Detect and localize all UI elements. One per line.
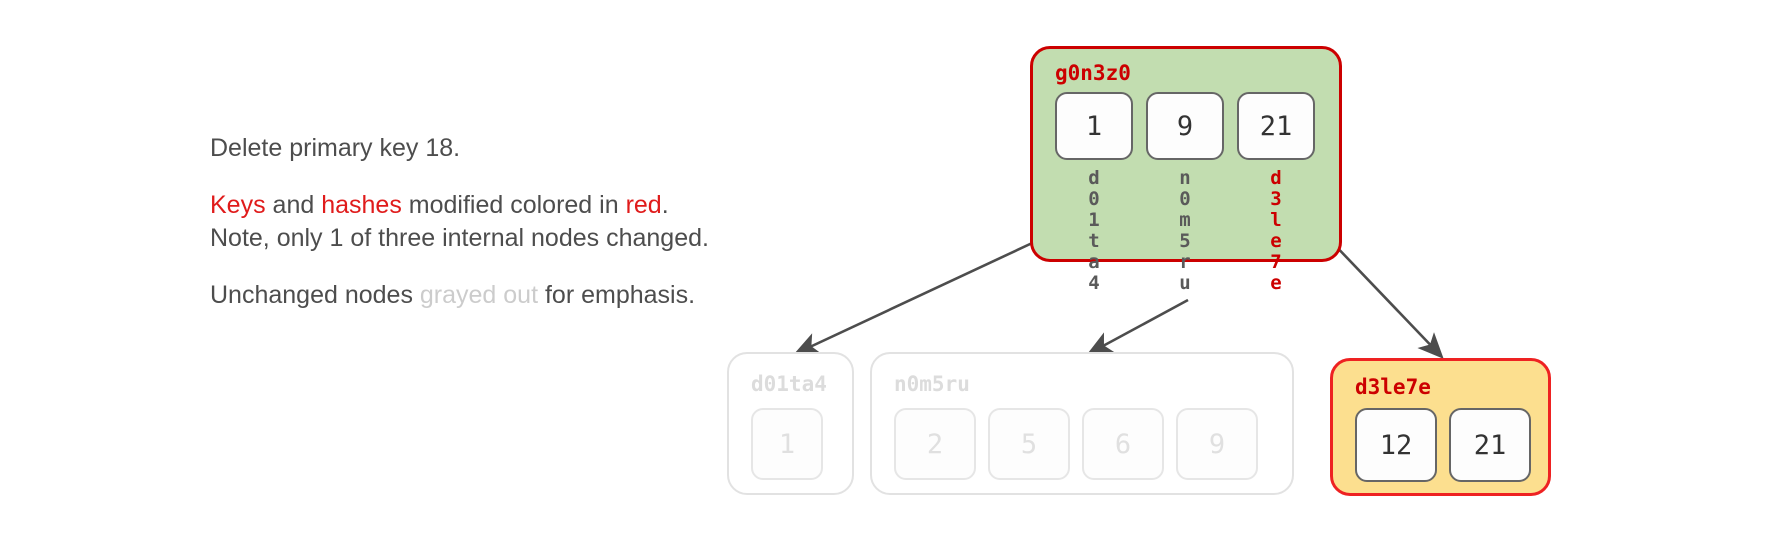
key-cell[interactable]: 1 [751, 408, 823, 480]
edge-root-to-d3le7e [1329, 239, 1444, 359]
legend-conjunction-1: and [265, 191, 322, 219]
grayed-suffix: for emphasis. [538, 281, 696, 309]
child-hash-slot: n0m5ru [1146, 167, 1224, 293]
key-cell[interactable]: 12 [1355, 408, 1437, 482]
child-hash-label: n0m5ru [1174, 167, 1196, 293]
key-cell[interactable]: 9 [1146, 92, 1224, 160]
node-hash-label: n0m5ru [894, 372, 970, 396]
grayed-prefix: Unchanged nodes [210, 281, 420, 309]
edge-root-to-d01ta4 [793, 236, 1044, 355]
legend-keys-word: Keys [210, 191, 266, 219]
caption-line-delete-key: Delete primary key 18. [210, 134, 461, 162]
grayed-out-word: grayed out [419, 281, 539, 309]
key-cell-row: 2 5 6 9 [894, 408, 1258, 480]
child-hash-row: d01ta4 n0m5ru d3le7e [1055, 167, 1315, 293]
key-cell[interactable]: 21 [1449, 408, 1531, 482]
key-cell[interactable]: 6 [1082, 408, 1164, 480]
key-cell[interactable]: 5 [988, 408, 1070, 480]
key-cell[interactable]: 21 [1237, 92, 1315, 160]
child-hash-slot: d01ta4 [1055, 167, 1133, 293]
edge-root-to-n0m5ru [1086, 298, 1189, 355]
node-hash-label: d3le7e [1355, 375, 1431, 399]
key-cell[interactable]: 2 [894, 408, 976, 480]
explanation-text: Delete primary key 18. Keys and hashes m… [210, 132, 730, 312]
tree-node-leaf-d01ta4[interactable]: d01ta4 1 [727, 352, 854, 495]
legend-red-word: red [625, 191, 662, 219]
child-hash-label-modified: d3le7e [1265, 167, 1287, 293]
legend-hashes-word: hashes [321, 191, 402, 219]
legend-note-tail: . Note, only 1 of three internal nodes c… [210, 191, 709, 252]
node-hash-label: g0n3z0 [1055, 61, 1131, 85]
child-hash-label: d01ta4 [1083, 167, 1105, 293]
caption-paragraph-grayed: Unchanged nodes grayed out for emphasis. [210, 279, 730, 312]
caption-paragraph-delete: Delete primary key 18. [210, 132, 730, 165]
legend-conjunction-2: modified colored in [401, 191, 626, 219]
tree-node-root-g0n3z0[interactable]: g0n3z0 1 9 21 d01ta4 n0m5ru d3le7e [1030, 46, 1342, 293]
node-hash-label: d01ta4 [751, 372, 827, 396]
child-hash-slot: d3le7e [1237, 167, 1315, 293]
key-cell-row: 12 21 [1355, 408, 1531, 482]
tree-node-leaf-d3le7e[interactable]: d3le7e 12 21 [1330, 358, 1551, 496]
caption-paragraph-legend: Keys and hashes modified colored in red.… [210, 189, 730, 255]
key-cell-row: 1 [751, 408, 823, 480]
key-cell[interactable]: 1 [1055, 92, 1133, 160]
key-cell[interactable]: 9 [1176, 408, 1258, 480]
key-cell-row: 1 9 21 [1055, 92, 1315, 160]
tree-node-leaf-n0m5ru[interactable]: n0m5ru 2 5 6 9 [870, 352, 1294, 495]
